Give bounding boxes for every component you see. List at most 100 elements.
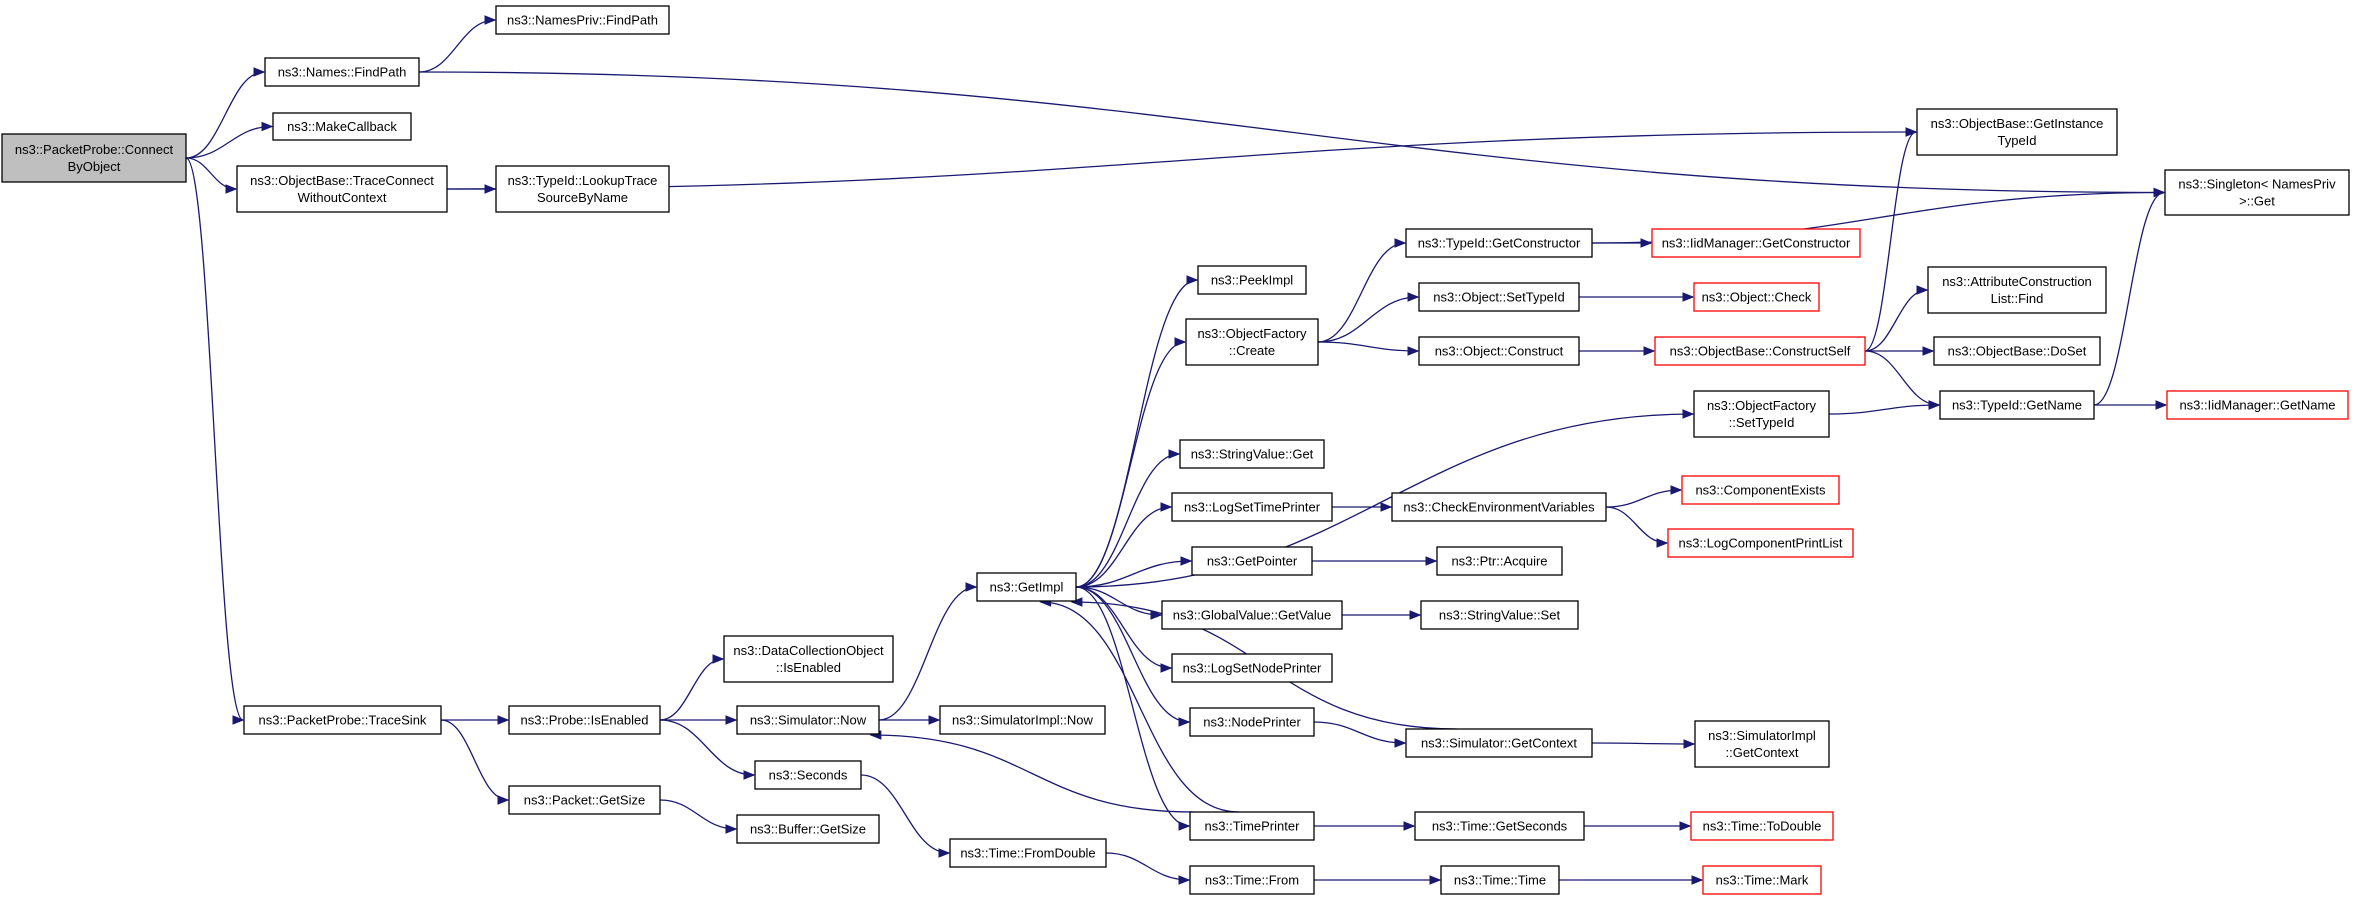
call-edge-n12-n14 bbox=[1075, 337, 1187, 588]
function-node-label: ns3::TimePrinter bbox=[1205, 819, 1301, 834]
function-node[interactable]: ns3::Time::FromDouble bbox=[949, 838, 1107, 868]
function-node[interactable]: ns3::GetImpl bbox=[976, 572, 1077, 602]
function-node[interactable]: ns3::Seconds bbox=[754, 760, 862, 790]
call-edge-n20-n6 bbox=[1864, 127, 1918, 352]
function-node[interactable]: ns3::PacketProbe::TraceSink bbox=[243, 705, 442, 735]
function-node-label: ns3::Probe::IsEnabled bbox=[521, 713, 649, 728]
function-node-label: ns3::LogSetNodePrinter bbox=[1183, 661, 1322, 676]
call-edge-n0-n5 bbox=[185, 157, 238, 194]
call-edge-n12-n26 bbox=[1075, 449, 1181, 588]
call-edge-n1-n2 bbox=[418, 15, 497, 73]
call-edge-n12-n25 bbox=[1075, 409, 1695, 588]
function-node[interactable]: ns3::SimulatorImpl::Now bbox=[939, 705, 1106, 735]
function-node[interactable]: ns3::IidManager::GetConstructor bbox=[1651, 228, 1861, 258]
function-node[interactable]: ns3::ObjectFactory::SetTypeId bbox=[1693, 390, 1830, 438]
function-node-label: ns3::Simulator::Now bbox=[750, 713, 867, 728]
function-node[interactable]: ns3::Simulator::Now bbox=[736, 705, 880, 735]
call-edge-n9-n40 bbox=[659, 719, 756, 780]
call-edge-n0-n1 bbox=[185, 67, 266, 159]
call-edge-n9-n11 bbox=[660, 715, 738, 725]
function-node[interactable]: ns3::StringValue::Set bbox=[1420, 600, 1579, 630]
function-node-label: ns3::GlobalValue::GetValue bbox=[1173, 608, 1332, 623]
function-node[interactable]: ns3::ObjectBase::TraceConnectWithoutCont… bbox=[236, 165, 448, 213]
call-edge-n12-n36 bbox=[1075, 586, 1191, 727]
call-edge-n25-n23 bbox=[1828, 400, 1941, 415]
edge-layer bbox=[185, 15, 2168, 885]
call-edge-n46-n47 bbox=[1559, 875, 1704, 885]
function-node[interactable]: ns3::ObjectFactory::Create bbox=[1185, 318, 1319, 366]
function-node[interactable]: ns3::NamesPriv::FindPath bbox=[495, 5, 670, 35]
function-node[interactable]: ns3::LogSetNodePrinter bbox=[1171, 653, 1333, 683]
function-node-label: ns3::ObjectBase::DoSet bbox=[1948, 344, 2087, 359]
function-node-label: ns3::IidManager::GetConstructor bbox=[1662, 236, 1851, 251]
function-node[interactable]: ns3::TimePrinter bbox=[1189, 811, 1315, 841]
function-node-label: ns3::Seconds bbox=[769, 768, 848, 783]
call-edge-n33-n34 bbox=[1341, 610, 1422, 620]
function-node-label: ns3::Time::GetSeconds bbox=[1432, 819, 1568, 834]
call-edge-n37-n38 bbox=[1591, 739, 1696, 749]
function-node[interactable]: ns3::Time::From bbox=[1189, 865, 1315, 895]
call-edge-n20-n22 bbox=[1864, 346, 1935, 356]
call-edge-n11-n39 bbox=[879, 715, 941, 725]
function-node[interactable]: ns3::Object::Construct bbox=[1418, 336, 1580, 366]
function-node[interactable]: ns3::Buffer::GetSize bbox=[736, 814, 880, 844]
function-node-label: ns3::TypeId::GetConstructor bbox=[1418, 236, 1581, 251]
function-node[interactable]: ns3::Time::GetSeconds bbox=[1414, 811, 1585, 841]
function-node-label: ns3::SimulatorImpl bbox=[1708, 728, 1816, 743]
function-node[interactable]: ns3::LogComponentPrintList bbox=[1667, 528, 1854, 558]
function-node-label: ns3::NamesPriv::FindPath bbox=[507, 13, 658, 28]
function-node[interactable]: ns3::Singleton< NamesPriv>::Get bbox=[2164, 169, 2350, 216]
function-node[interactable]: ns3::PeekImpl bbox=[1197, 265, 1307, 295]
call-edge-n41-n11 bbox=[869, 730, 1194, 813]
function-node[interactable]: ns3::ObjectBase::ConstructSelf bbox=[1654, 336, 1866, 366]
function-node-label: List::Find bbox=[1991, 291, 2044, 306]
function-node[interactable]: ns3::SimulatorImpl::GetContext bbox=[1694, 720, 1830, 768]
function-node-label: SourceByName bbox=[537, 190, 628, 205]
function-node[interactable]: ns3::Names::FindPath bbox=[264, 57, 420, 87]
function-node[interactable]: ns3::Time::ToDouble bbox=[1690, 811, 1834, 841]
function-node[interactable]: ns3::Probe::IsEnabled bbox=[508, 705, 661, 735]
call-edge-n20-n21 bbox=[1864, 285, 1929, 352]
function-node-label: ns3::ComponentExists bbox=[1695, 483, 1826, 498]
function-node[interactable]: ns3::TypeId::GetName bbox=[1939, 390, 2095, 420]
function-node[interactable]: ns3::DataCollectionObject::IsEnabled bbox=[723, 635, 894, 683]
function-node[interactable]: ns3::MakeCallback bbox=[272, 112, 412, 141]
function-node[interactable]: ns3::Ptr::Acquire bbox=[1436, 546, 1563, 576]
function-node[interactable]: ns3::Simulator::GetContext bbox=[1405, 728, 1593, 758]
function-node[interactable]: ns3::ObjectBase::DoSet bbox=[1933, 336, 2101, 366]
call-edge-n0-n8 bbox=[185, 157, 245, 725]
function-node[interactable]: ns3::Packet::GetSize bbox=[508, 785, 661, 815]
function-node-label: ::Create bbox=[1229, 343, 1275, 358]
function-node[interactable]: ns3::NodePrinter bbox=[1189, 707, 1315, 737]
function-node[interactable]: ns3::StringValue::Get bbox=[1179, 439, 1325, 469]
function-node-label: ns3::Object::Construct bbox=[1435, 344, 1564, 359]
function-node-label: WithoutContext bbox=[298, 190, 387, 205]
function-node[interactable]: ns3::GlobalValue::GetValue bbox=[1161, 600, 1343, 630]
function-node[interactable]: ns3::Object::Check bbox=[1693, 282, 1820, 312]
function-node[interactable]: ns3::CheckEnvironmentVariables bbox=[1391, 492, 1607, 522]
function-node-label: ns3::CheckEnvironmentVariables bbox=[1403, 500, 1595, 515]
call-edge-n1-n3 bbox=[418, 71, 2166, 198]
function-node[interactable]: ns3::TypeId::GetConstructor bbox=[1405, 228, 1593, 258]
function-node-label: ns3::Time::FromDouble bbox=[960, 846, 1095, 861]
call-edge-n14-n17 bbox=[1317, 292, 1420, 343]
function-node[interactable]: ns3::Time::Mark bbox=[1702, 865, 1822, 895]
function-node[interactable]: ns3::LogSetTimePrinter bbox=[1171, 492, 1333, 522]
function-node[interactable]: ns3::Object::SetTypeId bbox=[1418, 282, 1580, 312]
function-node-label: ns3::PeekImpl bbox=[1211, 273, 1293, 288]
function-node[interactable]: ns3::ComponentExists bbox=[1681, 475, 1840, 505]
call-edge-n14-n19 bbox=[1317, 341, 1420, 356]
call-edge-n17-n18 bbox=[1579, 292, 1695, 302]
function-node-label: >::Get bbox=[2239, 194, 2275, 209]
function-node[interactable]: ns3::Time::Time bbox=[1440, 865, 1560, 895]
call-edge-n45-n46 bbox=[1314, 875, 1442, 885]
function-node[interactable]: ns3::IidManager::GetName bbox=[2166, 390, 2349, 420]
call-edge-n9-n10 bbox=[659, 654, 725, 721]
function-node-label: TypeId bbox=[1997, 133, 2036, 148]
function-node[interactable]: ns3::GetPointer bbox=[1191, 546, 1313, 576]
call-edge-n12-n13 bbox=[1075, 275, 1199, 588]
